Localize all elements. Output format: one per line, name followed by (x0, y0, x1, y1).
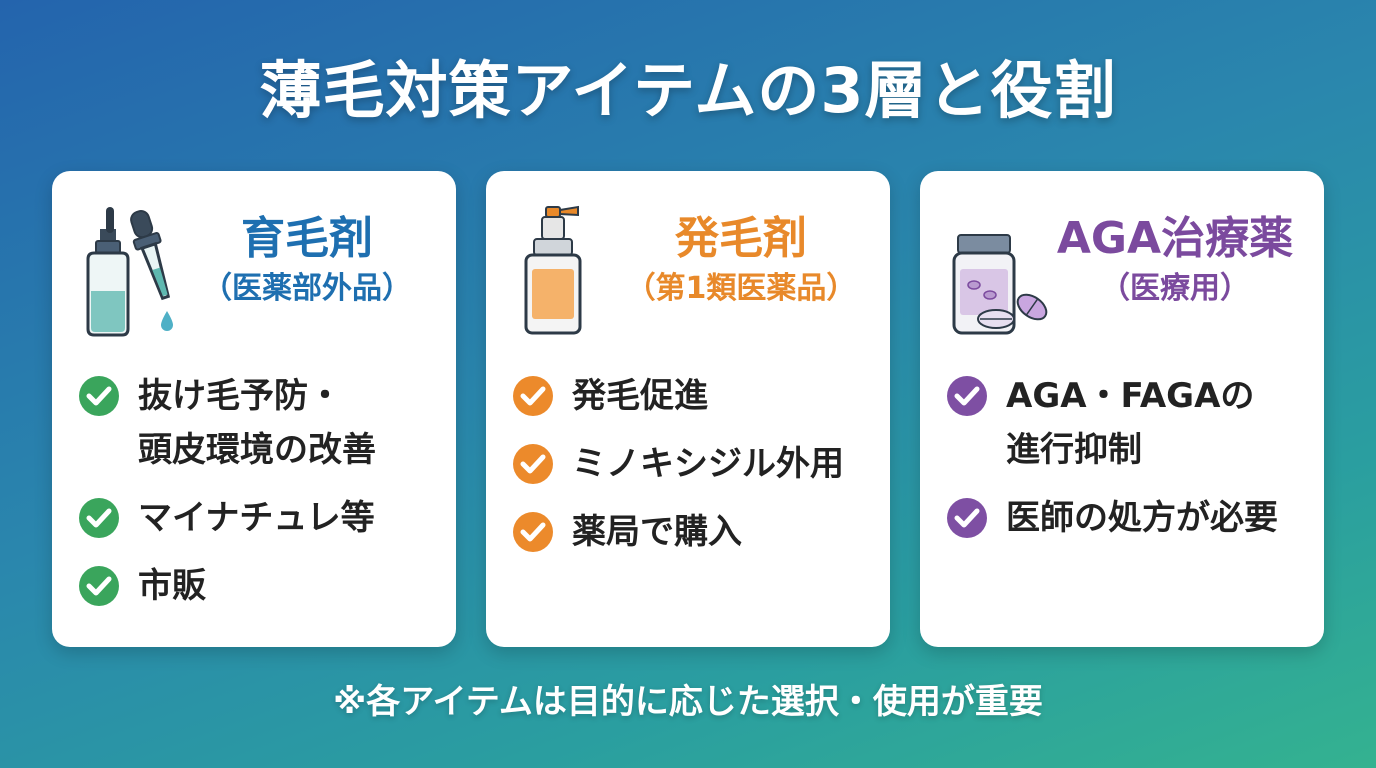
card-title: 発毛剤 (675, 213, 807, 264)
list-item-text: 医師の処方が必要 (1006, 498, 1278, 538)
footer-note: ※各アイテムは目的に応じた選択・使用が重要 (333, 682, 1043, 722)
page-title: 薄毛対策アイテムの3層と役割 (259, 54, 1117, 127)
check-circle-icon (946, 375, 988, 417)
feature-list: 抜け毛予防・頭皮環境の改善 マイナチュレ等 市販 (78, 369, 448, 627)
card-subtitle: （医療用） (1100, 271, 1250, 306)
list-item-text: 抜け毛予防・頭皮環境の改善 (138, 376, 376, 470)
check-circle-icon (512, 375, 554, 417)
list-item-text: 発毛促進 (572, 376, 708, 416)
list-item-text: AGA・FAGAの進行抑制 (1006, 376, 1255, 470)
check-circle-icon (946, 497, 988, 539)
list-item-text: 市販 (138, 566, 206, 606)
check-circle-icon (78, 375, 120, 417)
list-item-text: マイナチュレ等 (138, 498, 375, 538)
card-header: 育毛剤 （医薬部外品） (172, 211, 442, 311)
card-subtitle: （医薬部外品） (202, 271, 412, 306)
check-circle-icon (78, 497, 120, 539)
card-header: AGA治療薬 （医療用） (1040, 211, 1310, 311)
list-item: ミノキシジル外用 (512, 437, 882, 491)
dropper-bottle-icon (74, 199, 184, 339)
list-item: 薬局で購入 (512, 505, 882, 559)
medicine-bottle-icon (942, 199, 1052, 339)
list-item-text: 薬局で購入 (572, 512, 742, 552)
feature-list: 発毛促進 ミノキシジル外用 薬局で購入 (512, 369, 882, 573)
card-aga-medication: AGA治療薬 （医療用） AGA・FAGAの進行抑制 医師の処方が必要 (920, 171, 1324, 647)
list-item: 医師の処方が必要 (946, 491, 1316, 545)
list-item: 抜け毛予防・頭皮環境の改善 (78, 369, 448, 477)
card-title: 育毛剤 (241, 213, 373, 264)
list-item: AGA・FAGAの進行抑制 (946, 369, 1316, 477)
list-item: 発毛促進 (512, 369, 882, 423)
list-item: マイナチュレ等 (78, 491, 448, 545)
spray-bottle-icon (508, 199, 618, 339)
check-circle-icon (78, 565, 120, 607)
list-item: 市販 (78, 559, 448, 613)
feature-list: AGA・FAGAの進行抑制 医師の処方が必要 (946, 369, 1316, 559)
card-title: AGA治療薬 (1056, 213, 1294, 264)
card-header: 発毛剤 （第1類医薬品） (606, 211, 876, 311)
list-item-text: ミノキシジル外用 (572, 444, 844, 484)
card-hair-growth-agent: 発毛剤 （第1類医薬品） 発毛促進 ミノキシジル外用 薬局で購入 (486, 171, 890, 647)
check-circle-icon (512, 443, 554, 485)
card-growth-tonic: 育毛剤 （医薬部外品） 抜け毛予防・頭皮環境の改善 マイナチュレ等 市販 (52, 171, 456, 647)
check-circle-icon (512, 511, 554, 553)
card-subtitle: （第1類医薬品） (625, 271, 857, 306)
